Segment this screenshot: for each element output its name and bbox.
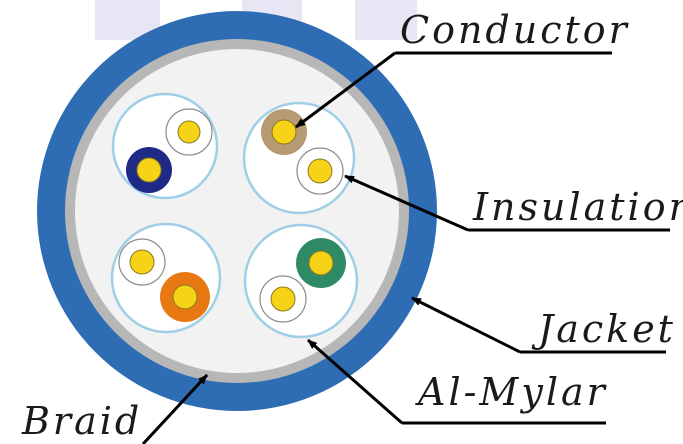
conductor	[271, 119, 297, 145]
callout-jacket	[411, 296, 666, 354]
conductor	[270, 286, 296, 312]
callout-al-mylar	[307, 338, 606, 425]
pair-top-left	[111, 92, 219, 200]
conductor	[136, 157, 162, 183]
callout-conductor	[295, 51, 612, 129]
conductor	[172, 284, 198, 310]
callout-braid	[141, 373, 209, 444]
label-jacket: Jacket	[531, 307, 676, 351]
pair-bottom-right	[243, 223, 359, 339]
label-insulation: Insulation	[472, 185, 683, 229]
pair-bottom-left	[110, 222, 222, 334]
callout-insulation	[344, 174, 670, 232]
pair-top-right	[242, 101, 356, 215]
label-al-mylar: Al-Mylar	[415, 370, 608, 414]
label-braid: Braid	[21, 399, 142, 443]
conductor	[129, 249, 155, 275]
label-conductor: Conductor	[400, 8, 630, 52]
conductor	[177, 120, 201, 144]
conductor	[308, 250, 334, 276]
conductor	[307, 158, 333, 184]
mylar-core	[75, 49, 399, 373]
